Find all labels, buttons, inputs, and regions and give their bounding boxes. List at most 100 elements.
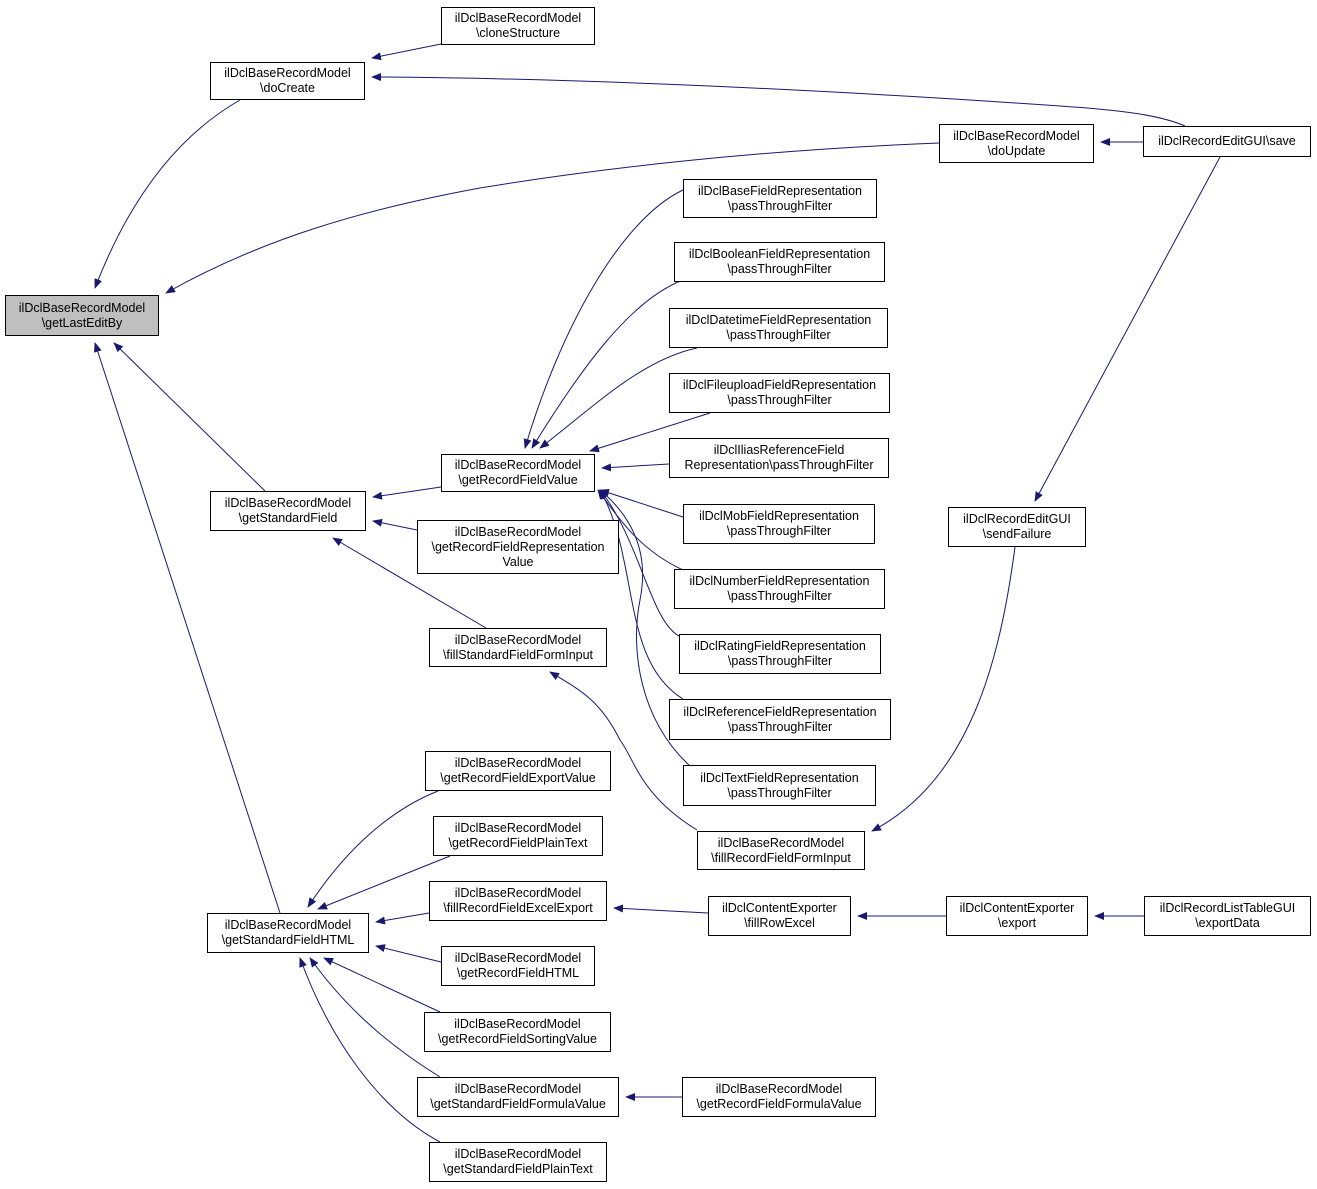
node-label-line: ilDclBaseRecordModel: [454, 458, 582, 472]
node-label-line: \getRecordFieldPlainText: [448, 836, 588, 850]
node-label-line: ilDclRecordEditGUI\save: [1158, 134, 1296, 148]
node-label-line: \export: [997, 916, 1037, 930]
edge-n9-n6: [539, 347, 698, 449]
node-label-line: \sendFailure: [982, 527, 1052, 541]
node-n7[interactable]: ilDclBaseFieldRepresentation\passThrough…: [683, 179, 877, 218]
node-n18[interactable]: ilDclBaseRecordModel\fillStandardFieldFo…: [429, 628, 607, 667]
node-label-line: \getRecordFieldHTML: [456, 966, 580, 980]
node-label-line: \getRecordFieldValue: [458, 473, 578, 487]
node-label-line: ilDclRatingFieldRepresentation: [694, 639, 866, 653]
node-label-line: ilDclBaseRecordModel: [18, 300, 146, 315]
edge-n21-n0: [93, 342, 281, 914]
node-n25[interactable]: ilDclContentExporter\fillRowExcel: [708, 896, 851, 936]
edge-n32-n21: [299, 957, 441, 1143]
node-label-line: Representation\passThroughFilter: [684, 458, 874, 472]
edge-n3-n1: [371, 73, 1186, 127]
node-n21[interactable]: ilDclBaseRecordModel\getStandardFieldHTM…: [207, 913, 369, 953]
node-n9[interactable]: ilDclDatetimeFieldRepresentation\passThr…: [669, 308, 888, 348]
edge-n17-n5: [372, 518, 418, 531]
edge-n10-n6: [589, 412, 711, 453]
node-label-line: ilDclBaseRecordModel: [454, 524, 582, 539]
node-label-line: \fillRecordFieldFormInput: [711, 850, 851, 865]
node-label-line: ilDclRecordListTableGUI: [1159, 901, 1296, 915]
edge-n18-n5: [332, 537, 487, 629]
node-n23[interactable]: ilDclBaseRecordModel\getRecordFieldPlain…: [433, 816, 603, 856]
edge-n8-n6: [531, 279, 684, 449]
node-label-line: ilDclBooleanFieldRepresentation: [688, 247, 871, 261]
edge-n24-n21: [375, 912, 430, 925]
node-n30[interactable]: ilDclBaseRecordModel\getStandardFieldFor…: [417, 1077, 619, 1117]
edge-n25-n24: [613, 904, 709, 914]
node-n19[interactable]: ilDclBaseRecordModel\fillRecordFieldForm…: [697, 831, 865, 870]
node-label-line: ilDclBaseFieldRepresentation: [698, 183, 862, 198]
node-label-line: ilDclBaseRecordModel: [454, 632, 582, 647]
node-label-line: \passThroughFilter: [727, 654, 833, 668]
node-n5[interactable]: ilDclBaseRecordModel\getStandardField: [210, 491, 366, 531]
node-label-line: \getRecordFieldFormulaValue: [696, 1097, 862, 1111]
node-n32[interactable]: ilDclBaseRecordModel\getStandardFieldPla…: [429, 1142, 607, 1182]
node-n26[interactable]: ilDclContentExporter\export: [946, 896, 1088, 936]
edge-n1-n0: [94, 99, 241, 289]
edge-n20-n19: [871, 546, 1016, 832]
node-label-line: \passThroughFilter: [727, 719, 833, 734]
node-label-line: ilDclFileuploadFieldRepresentation: [682, 378, 877, 392]
node-n10[interactable]: ilDclFileuploadFieldRepresentation\passT…: [669, 373, 890, 413]
node-label-line: \getStandardFieldFormulaValue: [430, 1097, 606, 1111]
node-label-line: \passThroughFilter: [726, 524, 832, 538]
node-label-line: ilDclBaseRecordModel: [454, 756, 582, 770]
node-n1[interactable]: ilDclBaseRecordModel\doCreate: [210, 62, 365, 100]
node-label-line: Value: [502, 554, 534, 569]
node-label-line: ilDclBaseRecordModel: [953, 128, 1080, 143]
node-n2[interactable]: ilDclBaseRecordModel\cloneStructure: [441, 7, 595, 45]
node-label-line: \getRecordFieldExportValue: [440, 771, 596, 785]
edge-n14-n6: [599, 489, 680, 637]
node-label-line: \getStandardFieldHTML: [221, 933, 355, 947]
node-label-line: ilDclBaseRecordModel: [224, 496, 352, 510]
node-n12[interactable]: ilDclMobFieldRepresentation\passThroughF…: [683, 504, 875, 544]
node-label-line: ilDclIliasReferenceField: [713, 443, 845, 457]
node-n28[interactable]: ilDclBaseRecordModel\getRecordFieldHTML: [441, 946, 595, 986]
node-label-line: ilDclBaseRecordModel: [717, 835, 845, 850]
node-label-line: ilDclBaseRecordModel: [454, 11, 582, 25]
node-label-line: \passThroughFilter: [727, 785, 832, 800]
node-n17[interactable]: ilDclBaseRecordModel\getRecordFieldRepre…: [417, 520, 619, 574]
node-n15[interactable]: ilDclReferenceFieldRepresentation\passTh…: [669, 699, 891, 740]
node-n31[interactable]: ilDclBaseRecordModel\getRecordFieldFormu…: [682, 1077, 876, 1117]
node-label-line: ilDclBaseRecordModel: [454, 821, 582, 835]
node-label-line: \getLastEditBy: [41, 315, 123, 330]
node-label-line: \passThroughFilter: [727, 393, 832, 407]
node-n0[interactable]: ilDclBaseRecordModel\getLastEditBy: [5, 295, 159, 336]
node-n27[interactable]: ilDclRecordListTableGUI\exportData: [1144, 896, 1311, 936]
node-n24[interactable]: ilDclBaseRecordModel\fillRecordFieldExce…: [429, 881, 607, 921]
node-label-line: ilDclContentExporter: [722, 901, 837, 915]
node-n29[interactable]: ilDclBaseRecordModel\getRecordFieldSorti…: [424, 1012, 611, 1052]
node-label-line: ilDclRecordEditGUI: [963, 512, 1071, 526]
node-label-line: ilDclBaseRecordModel: [454, 886, 582, 900]
node-n3[interactable]: ilDclRecordEditGUI\save: [1143, 126, 1311, 157]
node-label-line: \fillStandardFieldFormInput: [442, 647, 594, 662]
node-n14[interactable]: ilDclRatingFieldRepresentation\passThrou…: [679, 634, 881, 674]
node-n8[interactable]: ilDclBooleanFieldRepresentation\passThro…: [674, 242, 885, 282]
node-n20[interactable]: ilDclRecordEditGUI\sendFailure: [948, 507, 1086, 547]
edge-n30-n21: [309, 957, 441, 1078]
node-label-line: \getRecordFieldSortingValue: [438, 1032, 597, 1046]
node-label-line: ilDclBaseRecordModel: [224, 918, 352, 932]
node-label-line: ilDclBaseRecordModel: [454, 951, 582, 965]
node-label-line: \doUpdate: [987, 143, 1046, 158]
edge-n2-n1: [371, 43, 442, 61]
node-n22[interactable]: ilDclBaseRecordModel\getRecordFieldExpor…: [425, 751, 611, 791]
node-n16[interactable]: ilDclTextFieldRepresentation\passThrough…: [683, 765, 876, 806]
node-label-line: ilDclBaseRecordModel: [454, 1147, 582, 1161]
node-label-line: \passThroughFilter: [727, 198, 833, 213]
node-n13[interactable]: ilDclNumberFieldRepresentation\passThrou…: [674, 569, 885, 609]
node-n6[interactable]: ilDclBaseRecordModel\getRecordFieldValue: [441, 454, 595, 492]
node-label-line: ilDclReferenceFieldRepresentation: [683, 704, 877, 719]
node-label-line: ilDclContentExporter: [959, 901, 1075, 915]
edge-n6-n5: [372, 486, 442, 500]
node-n4[interactable]: ilDclBaseRecordModel\doUpdate: [939, 124, 1094, 163]
node-label-line: ilDclBaseRecordModel: [224, 66, 351, 80]
node-label-line: \passThroughFilter: [726, 328, 831, 342]
